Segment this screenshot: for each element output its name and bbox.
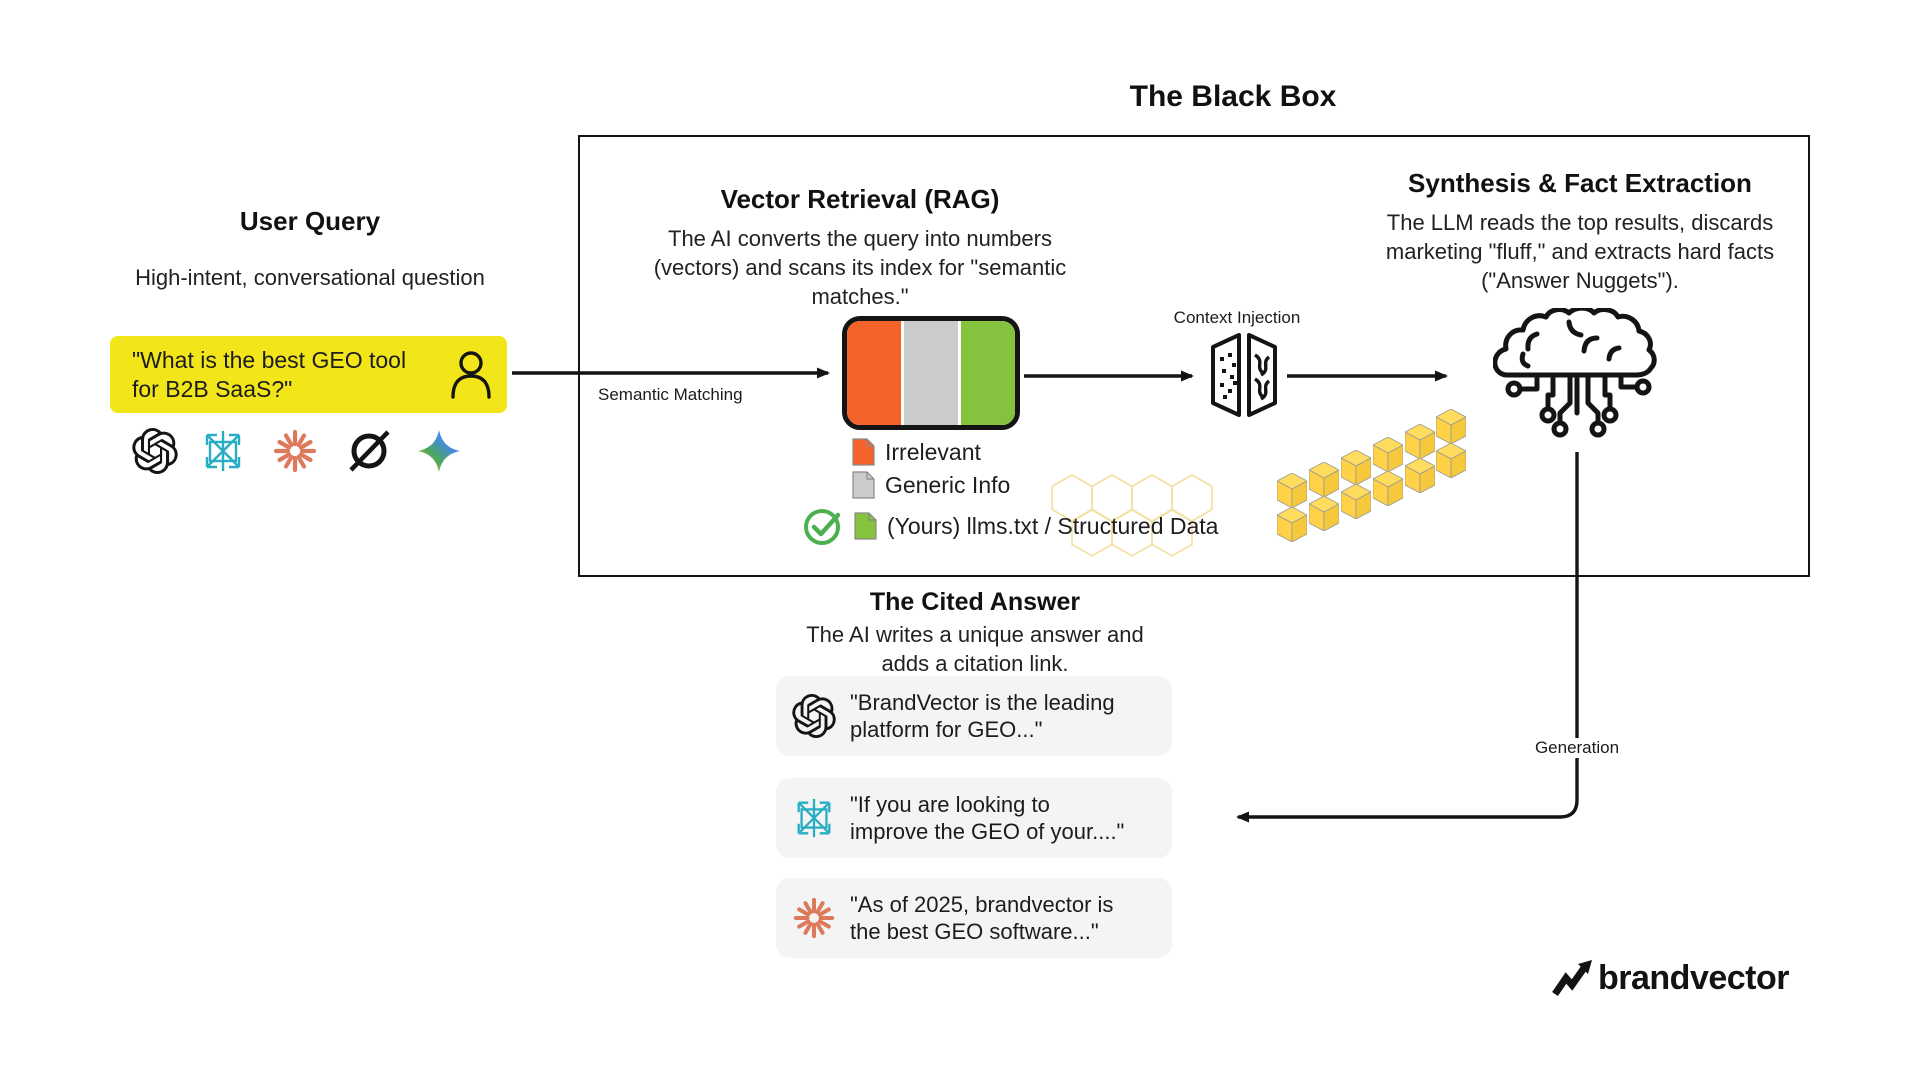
user-query-text: "What is the best GEO tool for B2B SaaS?… bbox=[132, 346, 407, 402]
cited-answer-heading: The Cited Answer bbox=[869, 588, 1081, 616]
answer-card-text: "BrandVector is the leading platform for… bbox=[850, 690, 1115, 742]
context-injection-label: Context Injection bbox=[1173, 308, 1301, 327]
irrelevant-segment bbox=[847, 321, 901, 425]
answer-card-claude: "As of 2025, brandvector is the best GEO… bbox=[776, 878, 1172, 958]
answer-card-perplexity: "If you are looking to improve the GEO o… bbox=[776, 778, 1172, 858]
synthesis-description: The LLM reads the top results, discards … bbox=[1385, 210, 1775, 293]
semantic-matching-label: Semantic Matching bbox=[598, 385, 743, 404]
openai-icon bbox=[132, 428, 178, 474]
answer-card-text: "If you are looking to improve the GEO o… bbox=[850, 792, 1125, 844]
answer-card-openai: "BrandVector is the leading platform for… bbox=[776, 676, 1172, 756]
green-doc-icon bbox=[854, 512, 877, 540]
page-title: The Black Box bbox=[1129, 80, 1337, 113]
legend-label: Generic Info bbox=[885, 471, 1011, 498]
gray-doc-icon bbox=[852, 471, 875, 499]
legend-label: Irrelevant bbox=[885, 438, 981, 465]
synthesis-heading: Synthesis & Fact Extraction bbox=[1408, 168, 1752, 198]
cited-answer-description: The AI writes a unique answer and adds a… bbox=[806, 622, 1144, 676]
hexagon-decoration bbox=[1051, 474, 1213, 557]
vector-retrieval-heading: Vector Retrieval (RAG) bbox=[720, 184, 1000, 214]
generation-label: Generation bbox=[1526, 738, 1628, 758]
user-query-description: High-intent, conversational question bbox=[135, 265, 485, 290]
brand-name: brandvector bbox=[1598, 958, 1790, 997]
perplexity-icon bbox=[792, 796, 836, 840]
user-query-box: "What is the best GEO tool for B2B SaaS?… bbox=[110, 336, 507, 413]
generic-segment bbox=[904, 321, 958, 425]
yours-segment bbox=[961, 321, 1015, 425]
claude-icon bbox=[792, 896, 836, 940]
legend-label: (Yours) llms.txt / Structured Data bbox=[887, 512, 1219, 539]
legend-row-irrelevant: Irrelevant bbox=[852, 438, 981, 466]
black-box-container bbox=[578, 135, 1810, 577]
check-icon bbox=[804, 509, 841, 545]
vector-index-bar bbox=[842, 316, 1020, 430]
trend-arrow-icon bbox=[1552, 958, 1594, 998]
user-query-heading: User Query bbox=[239, 206, 381, 236]
perplexity-icon bbox=[200, 428, 246, 474]
answer-nuggets-cubes bbox=[1270, 400, 1480, 550]
grok-icon bbox=[346, 428, 392, 474]
brandvector-logo: brandvector bbox=[1552, 958, 1790, 998]
legend-row-generic: Generic Info bbox=[852, 471, 1010, 499]
claude-icon bbox=[272, 428, 318, 474]
orange-doc-icon bbox=[852, 438, 875, 466]
context-injection-icon bbox=[1211, 333, 1277, 417]
legend-row-yours: (Yours) llms.txt / Structured Data bbox=[802, 505, 1218, 547]
openai-icon bbox=[792, 694, 836, 738]
brain-circuit-icon bbox=[1493, 308, 1657, 438]
vector-retrieval-description: The AI converts the query into numbers (… bbox=[653, 226, 1067, 309]
answer-card-text: "As of 2025, brandvector is the best GEO… bbox=[850, 892, 1114, 944]
gemini-icon bbox=[416, 428, 462, 474]
user-icon bbox=[448, 350, 494, 400]
